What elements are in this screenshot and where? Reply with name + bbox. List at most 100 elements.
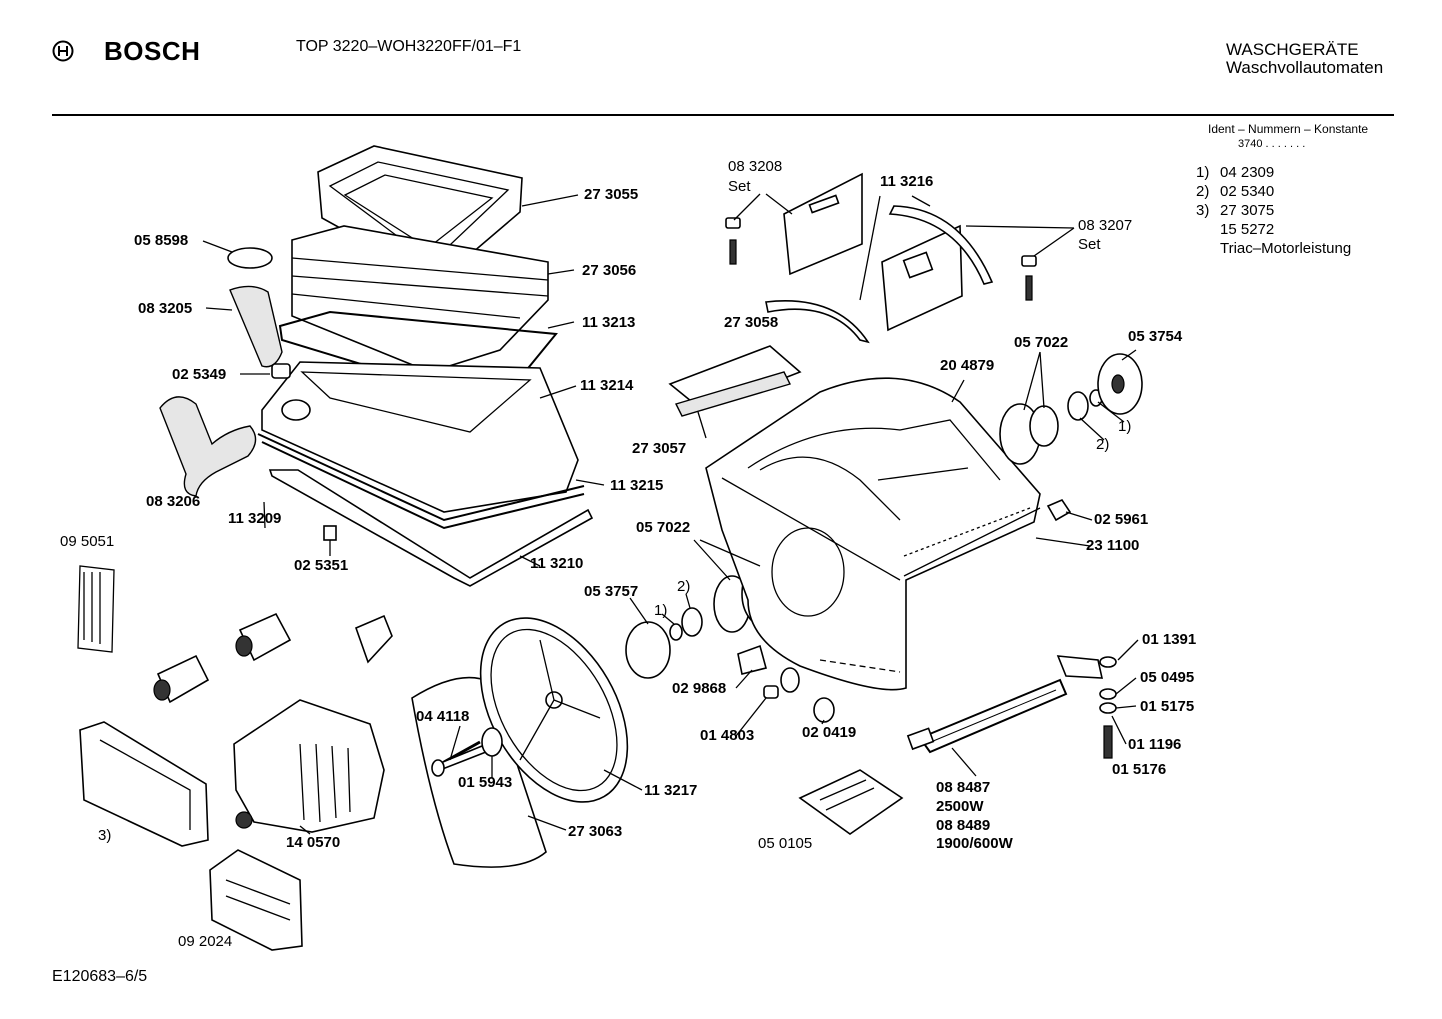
part-label: 08 3208 <box>728 158 783 175</box>
grommet-part <box>813 697 835 723</box>
drain-hose-part <box>159 396 257 497</box>
ident-note-value: 02 5340 <box>1220 183 1275 200</box>
part-label: 05 3757 <box>584 583 639 600</box>
part-label: 01 1391 <box>1142 631 1197 648</box>
counterweight-strap-part <box>888 205 994 285</box>
part-label: 08 8487 <box>936 779 991 796</box>
part-label: 14 0570 <box>286 834 341 851</box>
heater-bracket-part <box>1056 655 1104 679</box>
part-label: 05 7022 <box>1014 334 1069 351</box>
drawing-code: E120683–6/5 <box>52 968 148 985</box>
wattage-label: 2500W <box>936 798 984 815</box>
note-marker: 2) <box>1096 436 1110 453</box>
part-label: 05 8598 <box>134 232 189 249</box>
part-label: 11 3217 <box>644 782 698 799</box>
inlet-hose-part <box>229 285 283 368</box>
part-label: 11 3213 <box>582 314 636 331</box>
part-label: 08 3205 <box>138 300 193 317</box>
part-label: 08 8489 <box>936 817 991 834</box>
brand-name: BOSCH <box>104 36 201 66</box>
weight-bracket-part <box>881 224 963 332</box>
note-marker: 1) <box>1118 418 1132 435</box>
part-label: 02 0419 <box>802 724 857 741</box>
header-divider <box>52 114 1394 116</box>
washer-part <box>481 727 503 757</box>
screw-part <box>1103 725 1113 759</box>
note-marker: 1) <box>654 602 668 619</box>
heater-part <box>906 678 1068 754</box>
ring-part <box>669 623 683 641</box>
seal-part <box>1099 702 1117 714</box>
ident-note-value: 15 5272 <box>1220 221 1275 238</box>
drawer-housing-part <box>291 225 549 373</box>
bearing-part <box>681 607 703 637</box>
part-label: 11 3216 <box>880 173 934 190</box>
capacitor-part <box>235 612 292 662</box>
dispenser-bowl-part <box>261 361 579 513</box>
hose-ring-part <box>271 363 291 379</box>
part-label: 05 0495 <box>1140 669 1195 686</box>
part-label: 20 4879 <box>940 357 995 374</box>
part-label: 01 5176 <box>1112 761 1167 778</box>
part-label: 09 5051 <box>60 533 115 550</box>
part-label: 09 2024 <box>178 933 233 950</box>
model-title: TOP 3220–WOH3220FF/01–F1 <box>296 38 522 55</box>
drum-part <box>747 419 1001 481</box>
sensor-part <box>737 644 767 675</box>
hose-clamp-part <box>227 247 273 269</box>
weight-bracket-part <box>783 172 863 276</box>
mounting-rail-part <box>268 469 594 587</box>
part-label: 01 5943 <box>458 774 513 791</box>
wiring-harness-wires <box>83 572 101 644</box>
ident-note-value: Triac–Motorleistung <box>1220 240 1352 257</box>
part-label: 02 5351 <box>294 557 349 574</box>
screw-part <box>1046 499 1072 522</box>
part-label: 27 3063 <box>568 823 623 840</box>
part-label: 04 4118 <box>416 708 470 725</box>
plug-part <box>763 685 779 699</box>
note-marker: 2) <box>677 578 691 595</box>
flange-seal-part <box>1029 405 1059 447</box>
flange-hub <box>1111 374 1125 394</box>
part-label: 01 5175 <box>1140 698 1195 715</box>
category-title: WASCHGERÄTE <box>1226 40 1359 59</box>
ident-note-marker: 3) <box>1196 202 1210 219</box>
part-label: 11 3209 <box>228 510 282 527</box>
part-label: 05 7022 <box>636 519 691 536</box>
note-marker: 3) <box>98 827 112 844</box>
part-label: 05 0105 <box>758 835 813 852</box>
bearing-flange-part <box>625 621 671 679</box>
ident-note-value: 27 3075 <box>1220 202 1275 219</box>
part-label: 08 3206 <box>146 493 201 510</box>
bolt-set-part <box>725 217 741 265</box>
category-subtitle: Waschvollautomaten <box>1226 58 1384 77</box>
part-label: 02 5349 <box>172 366 227 383</box>
ident-note-marker: 1) <box>1196 164 1210 181</box>
part-label: 27 3058 <box>724 314 779 331</box>
bracket-part <box>354 614 393 664</box>
ident-value: 3740 . . . . . . . <box>1238 138 1306 150</box>
part-label: 27 3057 <box>632 440 687 457</box>
part-label: 11 3214 <box>580 377 634 394</box>
washer-part <box>780 667 800 693</box>
part-label: 11 3210 <box>530 555 584 572</box>
part-label: 01 1196 <box>1128 736 1182 753</box>
ident-note-value: 04 2309 <box>1220 164 1275 181</box>
part-label: 01 4803 <box>700 727 755 744</box>
label-plate-part <box>668 345 802 417</box>
ident-title: Ident – Nummern – Konstante <box>1208 122 1369 136</box>
part-label: 11 3215 <box>610 477 664 494</box>
foot-part <box>798 769 904 835</box>
bearing-part <box>1067 391 1089 421</box>
motor-part <box>233 699 385 833</box>
part-label: 05 3754 <box>1128 328 1183 345</box>
part-label: 27 3056 <box>582 262 637 279</box>
leader-lines <box>202 193 1139 835</box>
ident-note-marker: 2) <box>1196 183 1210 200</box>
part-label: 23 1100 <box>1086 537 1140 554</box>
bowl-seal-part <box>257 433 585 530</box>
set-label: Set <box>1078 236 1101 253</box>
set-label: Set <box>728 178 751 195</box>
wiring-harness-part <box>77 565 115 653</box>
